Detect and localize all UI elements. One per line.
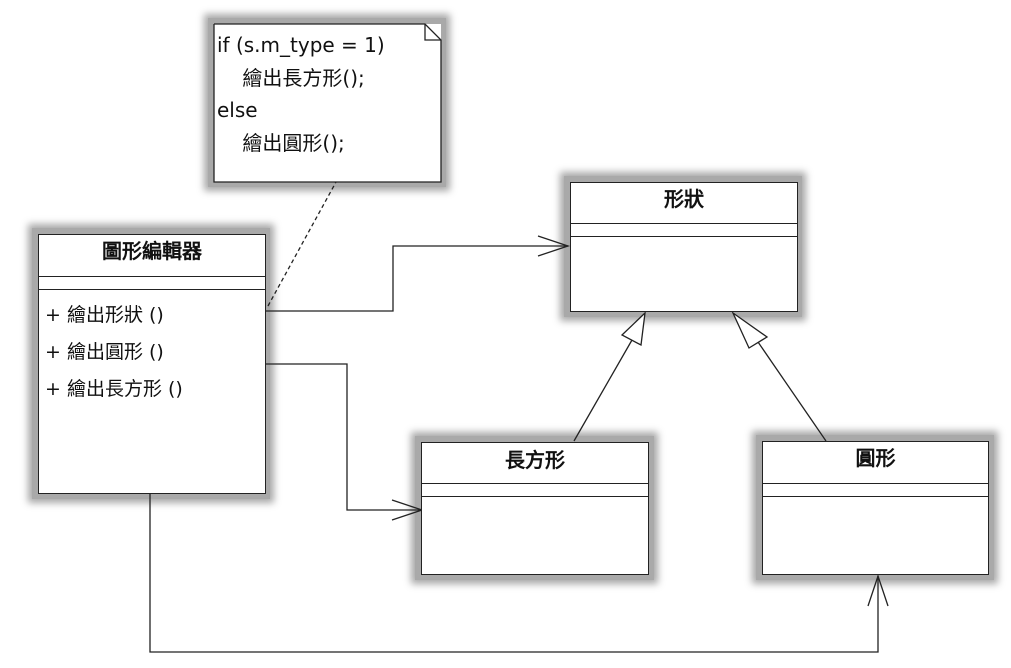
shape-arrowhead	[537, 235, 571, 257]
circle-class[interactable]: 圓形	[762, 441, 989, 575]
class-divider	[422, 496, 648, 497]
note-anchor-line	[267, 181, 337, 307]
generalization-triangle-right	[731, 311, 769, 349]
generalization-triangle-left	[620, 311, 646, 347]
operation-item: + 繪出長方形 ()	[45, 378, 183, 400]
editor-to-shape-association	[266, 245, 568, 312]
class-divider	[763, 496, 988, 497]
class-divider	[571, 223, 797, 224]
operation-item: + 繪出形狀 ()	[45, 304, 164, 326]
class-divider	[571, 236, 797, 237]
note-line: 繪出長方形();	[217, 65, 365, 90]
class-divider	[39, 289, 265, 290]
shape-class[interactable]: 形狀	[570, 182, 798, 312]
operation-item: + 繪出圓形 ()	[45, 341, 164, 363]
editor-to-rectangle-association	[266, 363, 422, 511]
code-note: if (s.m_type = 1) 繪出長方形(); else 繪出圓形();	[214, 24, 441, 182]
class-name: 長方形	[505, 448, 565, 472]
circle-generalization-line	[757, 341, 827, 442]
class-name: 圓形	[855, 446, 896, 470]
class-name: 圖形編輯器	[102, 239, 202, 263]
note-line: 繪出圓形();	[217, 130, 345, 155]
rectangle-class[interactable]: 長方形	[421, 442, 649, 575]
circle-arrowhead	[867, 573, 889, 607]
editor-class[interactable]: 圖形編輯器 + 繪出形狀 () + 繪出圓形 () + 繪出長方形 ()	[38, 234, 266, 494]
rectangle-generalization-line	[573, 339, 633, 442]
class-divider	[422, 483, 648, 484]
class-name: 形狀	[664, 187, 704, 211]
class-divider	[763, 483, 988, 484]
editor-to-circle-association	[149, 494, 879, 653]
class-divider	[39, 276, 265, 277]
note-line: else	[217, 98, 258, 122]
operations-list: + 繪出形狀 () + 繪出圓形 () + 繪出長方形 ()	[45, 297, 183, 408]
note-line: if (s.m_type = 1)	[217, 33, 385, 57]
